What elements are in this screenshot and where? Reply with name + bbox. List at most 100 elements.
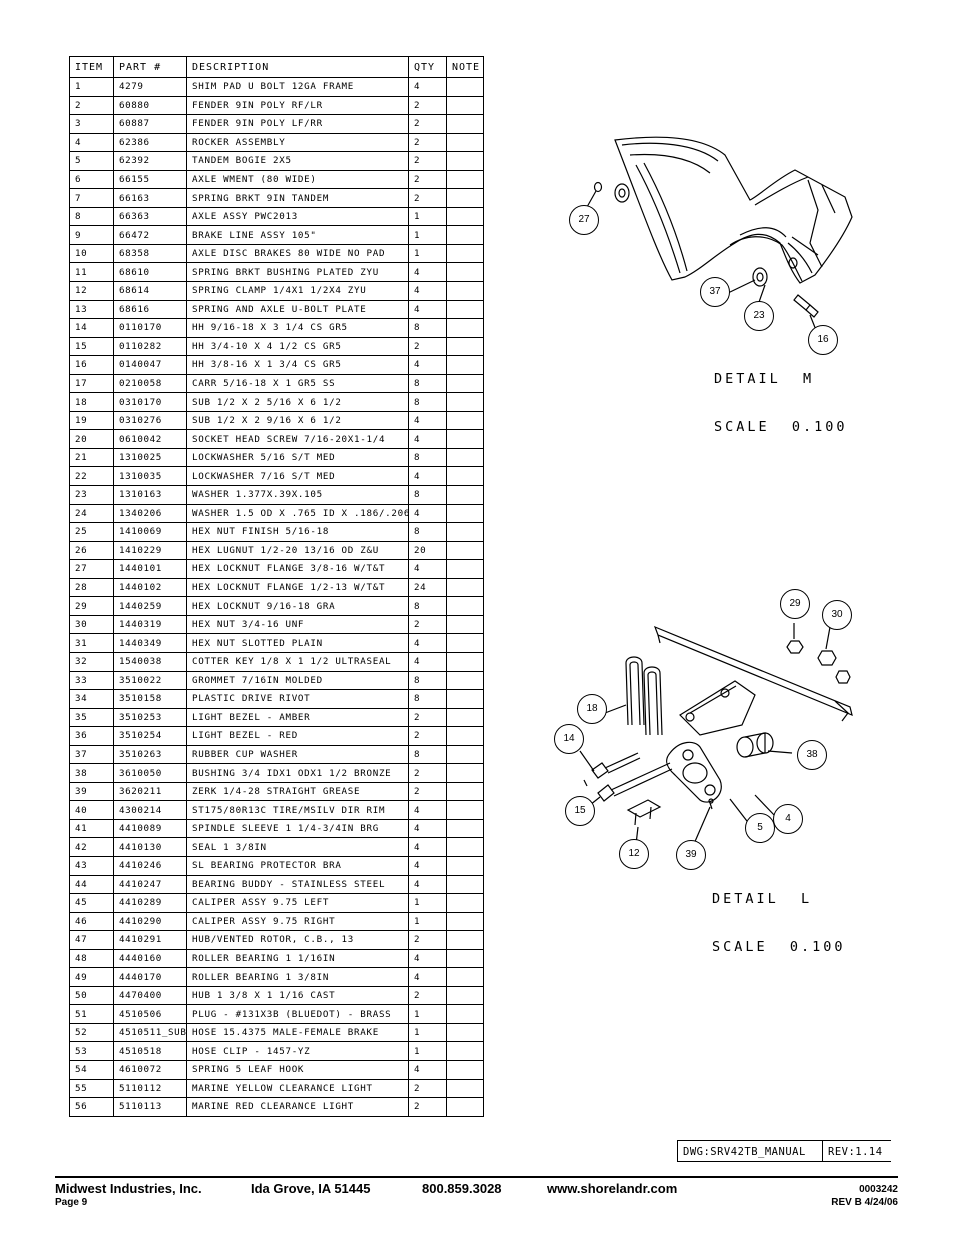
cell-item: 49 (69, 967, 114, 987)
cell-part-number: 1440101 (113, 559, 187, 579)
cell-description: LIGHT BEZEL - AMBER (186, 707, 409, 728)
cell-item: 34 (69, 689, 114, 709)
callout-27: 27 (569, 205, 599, 235)
cell-qty: 2 (408, 169, 447, 190)
cell-qty: 2 (408, 781, 447, 802)
cell-part-number: 4610072 (113, 1059, 187, 1080)
cell-description: SPINDLE SLEEVE 1 1/4-3/4IN BRG (186, 818, 409, 839)
cell-item: 15 (69, 336, 114, 357)
cell-note (446, 800, 484, 820)
cell-item: 38 (69, 763, 114, 783)
callout-23: 23 (744, 301, 774, 331)
cell-note (446, 225, 484, 245)
cell-item: 12 (69, 281, 114, 301)
cell-description: FENDER 9IN POLY LF/RR (186, 114, 409, 134)
cell-qty: 4 (408, 299, 447, 320)
cell-item: 45 (69, 893, 114, 913)
cell-note (446, 243, 484, 264)
cell-qty: 8 (408, 373, 447, 394)
cell-item: 10 (69, 243, 114, 264)
cell-qty: 4 (408, 466, 447, 487)
cell-qty: 4 (408, 281, 447, 301)
cell-qty: 4 (408, 77, 447, 97)
cell-note (446, 169, 484, 190)
cell-description: WASHER 1.5 OD X .765 ID X .186/.206 (186, 503, 409, 524)
cell-note (446, 614, 484, 635)
cell-note (446, 930, 484, 950)
cell-item: 36 (69, 726, 114, 746)
cell-note (446, 893, 484, 913)
cell-note (446, 1004, 484, 1024)
cell-part-number: 4410089 (113, 818, 187, 839)
cell-qty: 1 (408, 893, 447, 913)
cell-qty: 2 (408, 726, 447, 746)
cell-note (446, 577, 484, 598)
cell-note (446, 651, 484, 672)
cell-qty: 2 (408, 336, 447, 357)
cell-part-number: 3510022 (113, 670, 187, 691)
cell-description: SPRING AND AXLE U-BOLT PLATE (186, 299, 409, 320)
cell-note (446, 985, 484, 1006)
cell-note (446, 559, 484, 579)
cell-description: ZERK 1/4-28 STRAIGHT GREASE (186, 781, 409, 802)
detail-l-caption: DETAIL L SCALE 0.100 (712, 859, 846, 987)
cell-note (446, 726, 484, 746)
cell-note (446, 874, 484, 895)
cell-description: HH 3/8-16 X 1 3/4 CS GR5 (186, 355, 409, 375)
cell-qty: 4 (408, 355, 447, 375)
header-description: DESCRIPTION (186, 56, 409, 78)
cell-part-number: 4410130 (113, 837, 187, 857)
cell-part-number: 0110170 (113, 318, 187, 338)
cell-description: AXLE DISC BRAKES 80 WIDE NO PAD (186, 243, 409, 264)
cell-item: 8 (69, 206, 114, 227)
header-qty: QTY (408, 56, 447, 78)
cell-item: 21 (69, 447, 114, 468)
cell-qty: 2 (408, 95, 447, 116)
cell-qty: 2 (408, 132, 447, 153)
cell-qty: 1 (408, 1004, 447, 1024)
cell-qty: 2 (408, 1078, 447, 1099)
callout-37: 37 (700, 277, 730, 307)
cell-qty: 4 (408, 967, 447, 987)
cell-description: HEX LOCKNUT 9/16-18 GRA (186, 596, 409, 616)
cell-note (446, 485, 484, 505)
cell-part-number: 1310025 (113, 447, 187, 468)
cell-qty: 8 (408, 744, 447, 765)
detail-m-caption: DETAIL M SCALE 0.100 (714, 339, 848, 467)
cell-part-number: 4279 (113, 77, 187, 97)
callout-5: 5 (745, 813, 775, 843)
cell-part-number: 68610 (113, 262, 187, 283)
cell-part-number: 66163 (113, 188, 187, 208)
cell-description: HUB 1 3/8 X 1 1/16 CAST (186, 985, 409, 1006)
cell-note (446, 281, 484, 301)
cell-note (446, 855, 484, 876)
footer-website[interactable]: www.shorelandr.com (547, 1181, 678, 1196)
cell-qty: 8 (408, 670, 447, 691)
cell-item: 7 (69, 188, 114, 208)
cell-note (446, 522, 484, 542)
cell-qty: 1 (408, 1041, 447, 1061)
cell-item: 4 (69, 132, 114, 153)
cell-description: SUB 1/2 X 2 5/16 X 6 1/2 (186, 392, 409, 412)
cell-item: 30 (69, 614, 114, 635)
cell-part-number: 1540038 (113, 651, 187, 672)
cell-note (446, 689, 484, 709)
cell-note (446, 707, 484, 728)
cell-item: 9 (69, 225, 114, 245)
cell-note (446, 114, 484, 134)
cell-note (446, 633, 484, 653)
cell-part-number: 66363 (113, 206, 187, 227)
cell-qty: 2 (408, 985, 447, 1006)
